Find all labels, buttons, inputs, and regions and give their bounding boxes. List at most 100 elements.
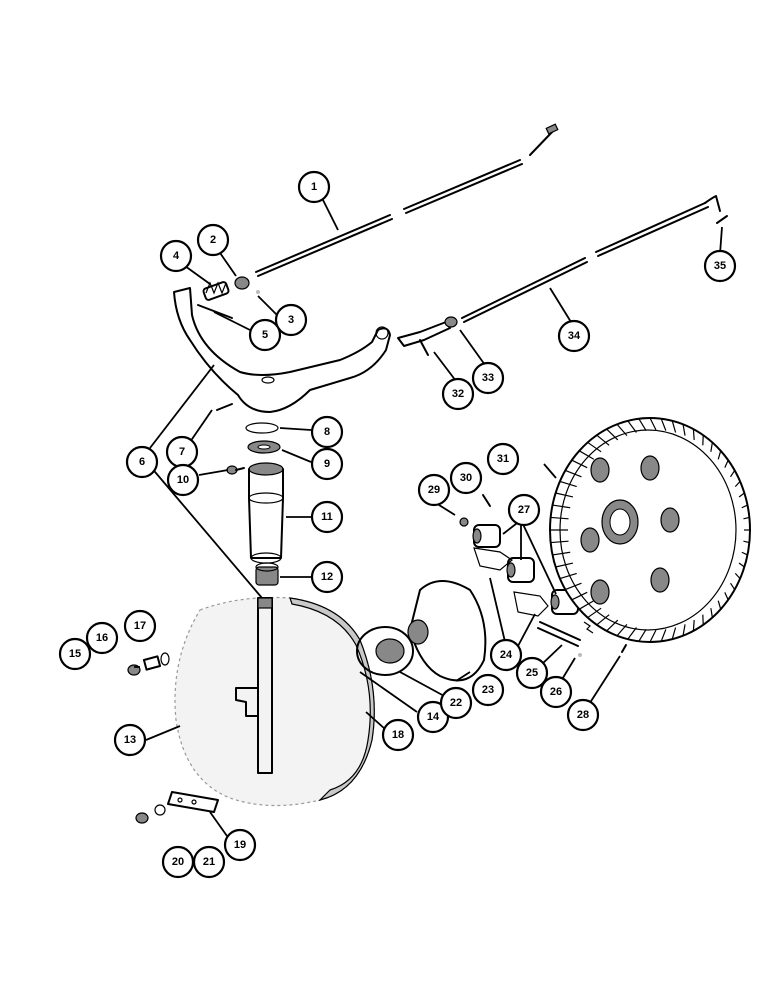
callout-22: 22 — [439, 686, 473, 720]
part-gear — [549, 417, 751, 643]
gear-tooth — [578, 450, 595, 460]
gear-tooth — [606, 619, 619, 632]
callout-number: 30 — [460, 472, 472, 484]
gear-tooth — [692, 620, 695, 631]
callout-2: 2 — [196, 223, 230, 257]
gear-tooth — [627, 420, 637, 433]
gear-tooth — [741, 551, 748, 556]
callout-circle — [196, 223, 230, 257]
callout-number: 6 — [139, 456, 145, 468]
gear-tooth — [649, 417, 657, 431]
callout-11: 11 — [310, 500, 344, 534]
callout-circle — [703, 249, 737, 283]
callout-number: 8 — [324, 426, 330, 438]
callout-number: 18 — [392, 729, 404, 741]
gear-tooth — [596, 434, 610, 446]
callout-8: 8 — [310, 415, 344, 449]
gear-tooth — [710, 442, 713, 452]
callout-circle — [274, 303, 308, 337]
callout-33: 33 — [471, 361, 505, 395]
callout-number: 13 — [124, 734, 136, 746]
callout-circle — [166, 463, 200, 497]
callout-circle — [297, 170, 331, 204]
part-washer-8 — [245, 422, 279, 434]
callout-23: 23 — [471, 673, 505, 707]
callout-number: 11 — [321, 511, 333, 523]
callout-number: 9 — [324, 458, 330, 470]
callout-circle — [248, 318, 282, 352]
part-linkage-32 — [397, 316, 458, 356]
gear-tooth — [734, 572, 741, 580]
callout-21: 21 — [192, 845, 226, 879]
callout-3: 3 — [274, 303, 308, 337]
callout-circle — [58, 637, 92, 671]
callout-circle — [471, 361, 505, 395]
callout-20: 20 — [161, 845, 195, 879]
callout-34: 34 — [557, 319, 591, 353]
gear-tooth — [552, 551, 571, 556]
callout-number: 28 — [577, 709, 589, 721]
callout-16: 16 — [85, 621, 119, 655]
callout-number: 21 — [203, 856, 215, 868]
part-pin-25 — [537, 621, 594, 657]
callout-circle — [566, 698, 600, 732]
part-screw-11 — [226, 465, 245, 475]
callout-number: 12 — [321, 571, 333, 583]
callout-number: 26 — [550, 686, 562, 698]
gear-tooth — [550, 540, 569, 544]
gear-tooth — [741, 504, 748, 509]
callout-circle — [507, 493, 541, 527]
callout-circle — [557, 319, 591, 353]
callout-number: 19 — [234, 839, 246, 851]
callout-10: 10 — [166, 463, 200, 497]
callout-24: 24 — [489, 638, 523, 672]
part-rod-lower — [461, 195, 721, 323]
gear-tooth — [571, 591, 588, 601]
gear-tooth — [710, 608, 713, 618]
gear-tooth — [724, 459, 729, 468]
gear-tooth — [682, 624, 686, 636]
callout-25: 25 — [515, 656, 549, 690]
callout-18: 18 — [381, 718, 415, 752]
part-shaft — [235, 597, 273, 774]
gear-tooth — [550, 516, 569, 520]
callout-9: 9 — [310, 447, 344, 481]
callout-number: 16 — [96, 632, 108, 644]
callout-30: 30 — [449, 461, 483, 495]
part-pin-35 — [716, 215, 728, 224]
callout-number: 25 — [526, 667, 538, 679]
leader-lines — [134, 195, 723, 837]
part-rod-upper — [255, 123, 559, 277]
gear-tooth — [724, 592, 729, 601]
gear-tooth — [559, 572, 577, 580]
gear-tooth — [738, 492, 745, 498]
part-plug-assembly — [127, 652, 170, 676]
callout-number: 23 — [482, 684, 494, 696]
gear-tooth — [682, 424, 686, 436]
callout-28: 28 — [566, 698, 600, 732]
callout-1: 1 — [297, 170, 331, 204]
callout-circle — [515, 656, 549, 690]
part-pin-7 — [216, 403, 233, 411]
callout-13: 13 — [113, 723, 147, 757]
callout-circle — [85, 621, 119, 655]
gear-tooth — [717, 600, 722, 610]
callout-number: 2 — [210, 234, 216, 246]
callout-number: 1 — [311, 181, 317, 193]
callout-number: 15 — [69, 648, 81, 660]
gear-tooth — [555, 492, 574, 498]
callout-6: 6 — [125, 445, 159, 479]
gear-tooth — [692, 429, 695, 440]
callout-circle — [159, 239, 193, 273]
callout-number: 7 — [179, 446, 185, 458]
gear-tooth — [552, 504, 571, 509]
callout-circle — [416, 700, 450, 734]
gear-tooth — [616, 423, 628, 437]
callout-circle — [192, 845, 226, 879]
gear-tooth — [587, 607, 602, 619]
gear-tooth — [606, 428, 619, 441]
part-sleeve — [248, 462, 284, 564]
callout-circle — [417, 473, 451, 507]
part-spring-assembly — [197, 276, 260, 319]
